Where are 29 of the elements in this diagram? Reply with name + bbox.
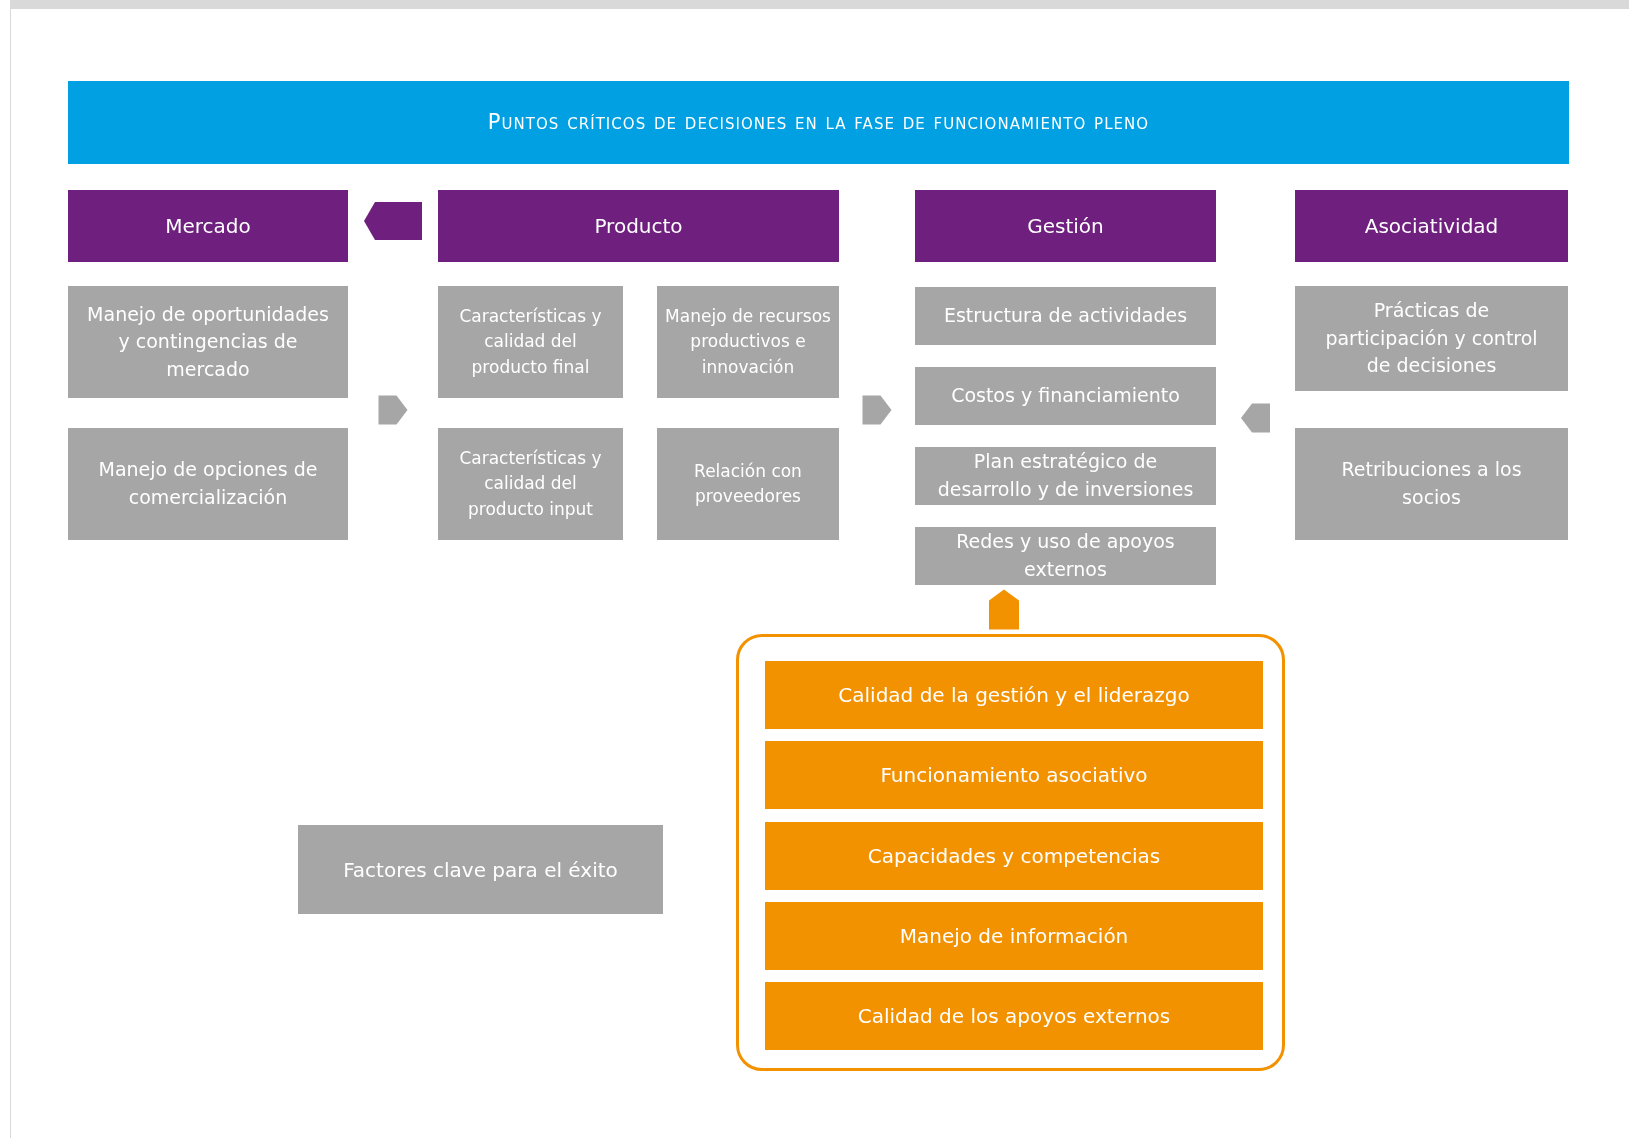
chevron-arrow [1241,403,1270,433]
topic-box: Características y calidad del producto final [438,286,623,398]
title-banner: Puntos críticos de decisiones en la fase de funcionamiento pleno [68,81,1569,164]
topic-box: Relación con proveedores [657,428,839,540]
chevron-arrow [989,589,1019,630]
topic-box: Manejo de recursos productivos e innovación [657,286,839,398]
topic-box: Características y calidad del producto input [438,428,623,540]
topic-box: Factores clave para el éxito [298,825,663,914]
group-frame [736,634,1285,1071]
topic-box: Manejo de opciones de comercialización [68,428,348,540]
factor-box: Calidad de los apoyos externos [765,982,1263,1050]
chevron-arrow [364,202,422,240]
factor-box: Manejo de información [765,902,1263,970]
factor-box: Funcionamiento asociativo [765,741,1263,809]
category-header: Mercado [68,190,348,262]
topic-box: Estructura de actividades [915,287,1216,345]
category-header: Asociatividad [1295,190,1568,262]
chevron-arrow [862,395,892,425]
category-header: Producto [438,190,839,262]
topic-box: Costos y financiamiento [915,367,1216,425]
topic-box: Retribuciones a los socios [1295,428,1568,540]
factor-box: Calidad de la gestión y el liderazgo [765,661,1263,729]
chevron-arrow [378,395,408,425]
topic-box: Prácticas de participación y control de decisiones [1295,286,1568,391]
category-header: Gestión [915,190,1216,262]
topic-box: Plan estratégico de desarrollo y de inversiones [915,447,1216,505]
topic-box: Redes y uso de apoyos externos [915,527,1216,585]
topic-box: Manejo de oportunidades y contingencias de mercado [68,286,348,398]
factor-box: Capacidades y competencias [765,822,1263,890]
